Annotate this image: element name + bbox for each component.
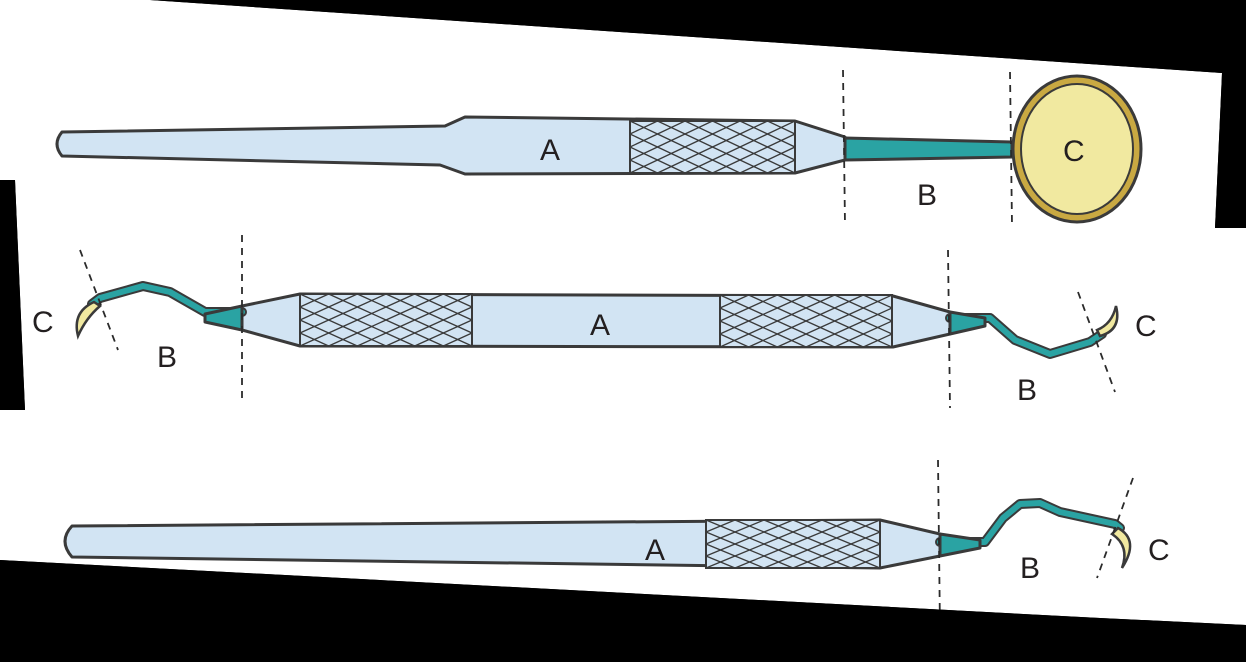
cut-line-2d: [1077, 291, 1116, 393]
label-working-end-2-right: C: [1135, 310, 1157, 343]
double-tip-right: [1095, 305, 1119, 338]
label-shank-3: B: [1020, 552, 1040, 585]
scan-border-left: [0, 180, 25, 410]
label-shank-2-left: B: [157, 341, 177, 374]
mirror-face: [1020, 83, 1134, 215]
label-working-end-3: C: [1148, 534, 1170, 567]
single-knurl: [705, 519, 881, 569]
label-working-end-1: C: [1063, 135, 1085, 168]
double-tip-left: [75, 300, 103, 340]
double-knurl-left: [299, 293, 473, 347]
label-handle-3: A: [645, 534, 665, 567]
mirror-instrument: A B C: [55, 69, 1143, 226]
label-shank-2-right: B: [1017, 374, 1037, 407]
cut-line-3a: [937, 459, 941, 631]
single-ended-instrument: A B C: [63, 459, 1170, 631]
label-handle-1: A: [540, 134, 560, 167]
label-handle-2: A: [590, 309, 610, 342]
cut-line-2c: [79, 249, 119, 351]
scan-border-bottom: [0, 560, 1246, 662]
scan-border-top: [150, 0, 1246, 228]
label-shank-1: B: [917, 179, 937, 212]
double-ended-instrument: A B C B C: [32, 235, 1157, 409]
mirror-shank: [843, 136, 1014, 162]
label-working-end-2-left: C: [32, 306, 54, 339]
cut-line-2b: [947, 249, 951, 409]
double-knurl-right: [719, 294, 893, 348]
single-tip: [1110, 526, 1132, 569]
cut-line-3b: [1096, 477, 1134, 579]
mirror-knurl: [629, 120, 796, 174]
